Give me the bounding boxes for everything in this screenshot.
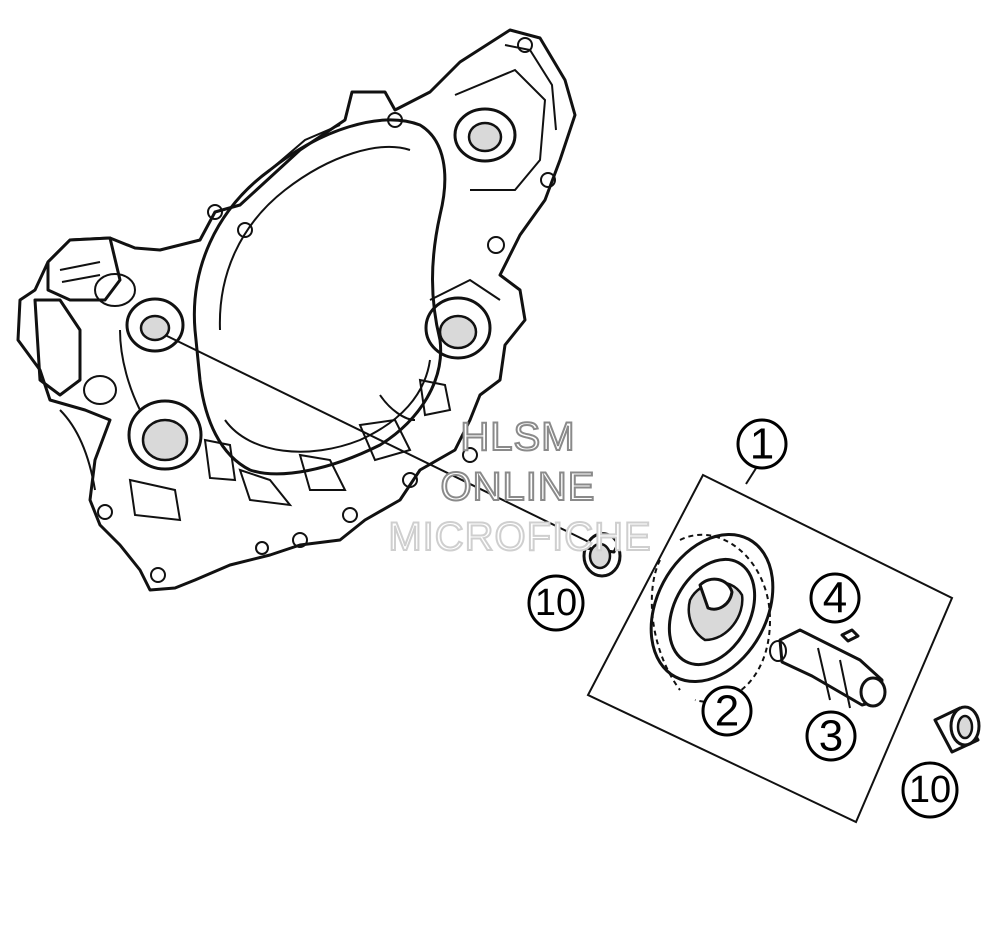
callout-10-right: 10 — [901, 761, 959, 819]
callout-10-right-label: 10 — [909, 769, 951, 811]
watermark-line-3: MICROFICHE — [388, 515, 651, 559]
callout-10-left: 10 — [527, 574, 585, 632]
callout-2-label: 2 — [715, 687, 739, 736]
woodruff-key-icon — [840, 628, 860, 643]
callout-3-label: 3 — [819, 712, 843, 761]
callout-2: 2 — [701, 685, 753, 737]
needle-bearing-icon-right — [933, 705, 981, 754]
watermark: HLSM ONLINE MICROFICHE — [387, 414, 651, 560]
callout-4: 4 — [809, 572, 861, 624]
callout-1-label: 1 — [750, 420, 774, 469]
balancer-gear-icon — [649, 532, 775, 703]
crankcase-half-icon — [16, 28, 596, 592]
needle-bearing-icon-left — [582, 532, 622, 578]
callout-10-left-label: 10 — [535, 582, 577, 624]
watermark-line-1: HLSM — [460, 415, 575, 459]
callout-1: 1 — [736, 418, 788, 470]
callout-3: 3 — [805, 710, 857, 762]
balancer-shaft-icon — [769, 628, 887, 709]
watermark-line-2: ONLINE — [441, 465, 596, 509]
callout-4-label: 4 — [823, 574, 847, 623]
